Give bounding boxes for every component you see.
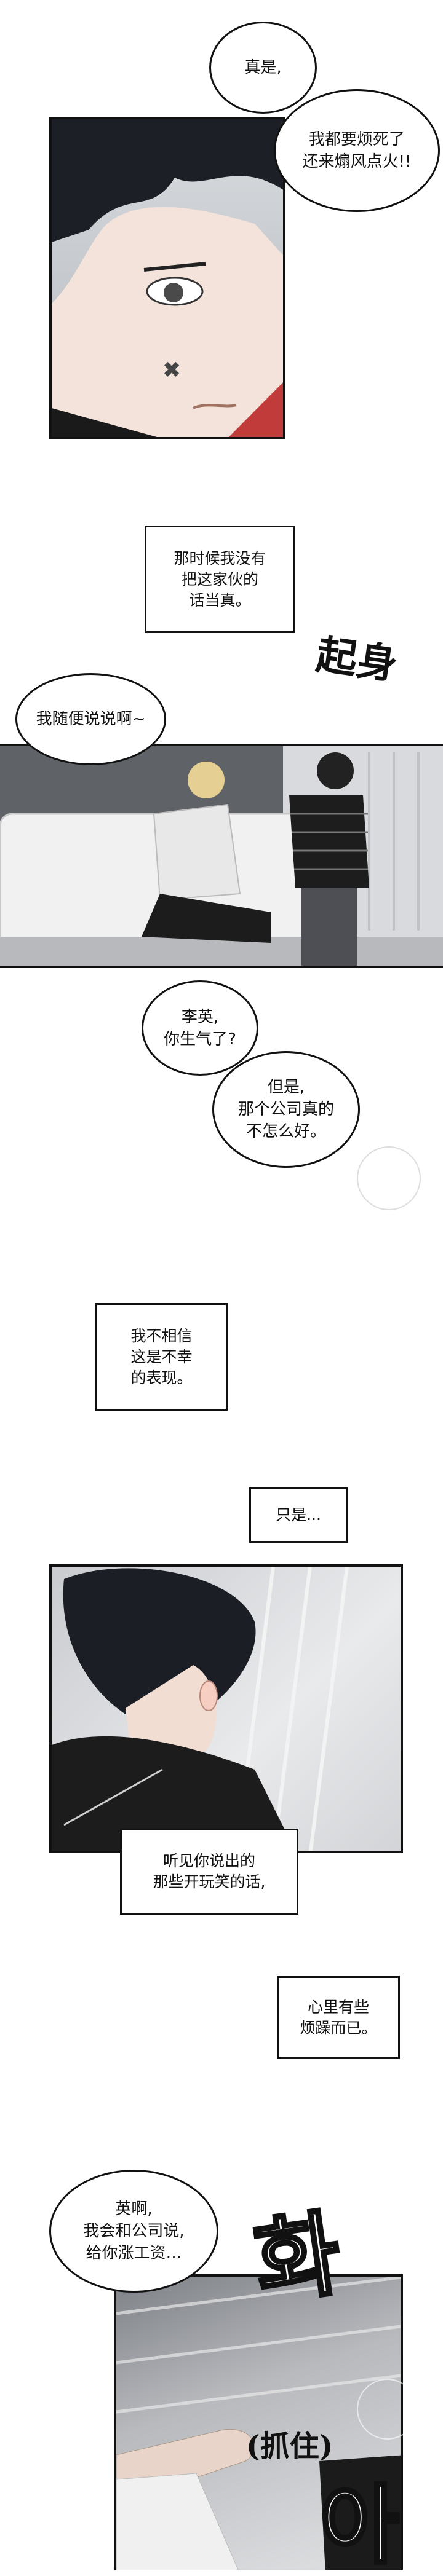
bubble-text: 英啊, 我会和公司说, 给你涨工资…	[83, 2200, 185, 2263]
angry-face-illustration: ✖	[52, 119, 283, 437]
sfx-a: 아	[319, 2476, 401, 2576]
panel-back-view	[49, 1564, 403, 1853]
bubble-text: 我都要烦死了 还来煽风点火!!	[302, 130, 412, 171]
speech-bubble-just-saying: 我随便说说啊~	[15, 673, 166, 765]
sfx-hwa: 화	[247, 2199, 349, 2320]
living-room-illustration	[0, 746, 443, 966]
narration-caption-didnt-take-seriously: 那时候我没有 把这家伙的 话当真。	[145, 526, 295, 633]
panel-living-room	[0, 744, 443, 968]
bubble-text: 李英, 你生气了?	[164, 1007, 236, 1049]
caption-text: 那时候我没有 把这家伙的 话当真。	[174, 549, 266, 609]
bubble-text: 真是,	[244, 58, 282, 77]
sfx-stand-up: 起身	[313, 630, 401, 689]
narration-caption-irritated: 心里有些 烦躁而已。	[277, 1976, 400, 2059]
panel-angry-face: ✖	[49, 117, 285, 439]
caption-text: 我不相信 这是不幸 的表现。	[130, 1326, 193, 1387]
svg-text:✖: ✖	[162, 358, 181, 383]
back-view-illustration	[52, 1567, 349, 1851]
caption-text: 听见你说出的 那些开玩笑的话,	[153, 1852, 266, 1891]
caption-text: 心里有些 烦躁而已。	[300, 1998, 377, 2037]
narration-caption-just: 只是...	[249, 1487, 348, 1543]
bubble-text: 我随便说说啊~	[36, 710, 146, 728]
speech-bubble-really: 真是,	[209, 22, 317, 114]
narration-caption-dont-believe: 我不相信 这是不幸 的表现。	[95, 1303, 228, 1411]
bubble-text: 但是, 那个公司真的 不怎么好。	[237, 1078, 334, 1141]
speech-bubble-annoyed: 我都要烦死了 还来煽风点火!!	[274, 89, 440, 212]
watermark-stamp	[357, 1146, 421, 1210]
speech-bubble-raise-salary: 英啊, 我会和公司说, 给你涨工资…	[49, 2170, 218, 2293]
panel-grab	[114, 2274, 403, 2570]
sfx-grab: (抓住)	[246, 2429, 333, 2464]
grab-illustration	[116, 2277, 401, 2570]
narration-caption-heard-you: 听见你说出的 那些开玩笑的话,	[120, 1829, 298, 1915]
watermark-stamp	[357, 2379, 418, 2440]
caption-text: 只是...	[276, 1506, 321, 1524]
speech-bubble-are-you-angry: 李英, 你生气了?	[142, 980, 258, 1076]
speech-bubble-company-not-good: 但是, 那个公司真的 不怎么好。	[212, 1051, 360, 1168]
